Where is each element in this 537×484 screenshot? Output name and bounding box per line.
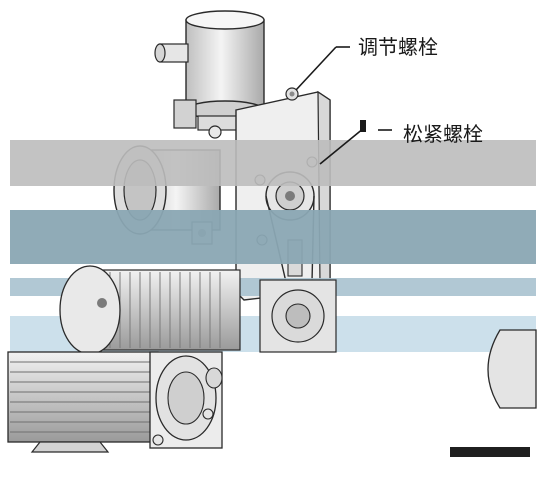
label-adjust-bolt: 调节螺栓 [358, 35, 438, 59]
motor-bottom [7, 351, 223, 453]
filter-cylinder [154, 10, 265, 120]
motor-middle [59, 265, 337, 355]
label-loose-bolt: 松紧螺栓 [403, 122, 483, 146]
leader-line-adjust [295, 46, 350, 91]
fittings [173, 99, 253, 139]
leader-line-loose [319, 120, 392, 165]
partial-motor-right [487, 329, 537, 409]
dark-artifact [450, 447, 530, 457]
